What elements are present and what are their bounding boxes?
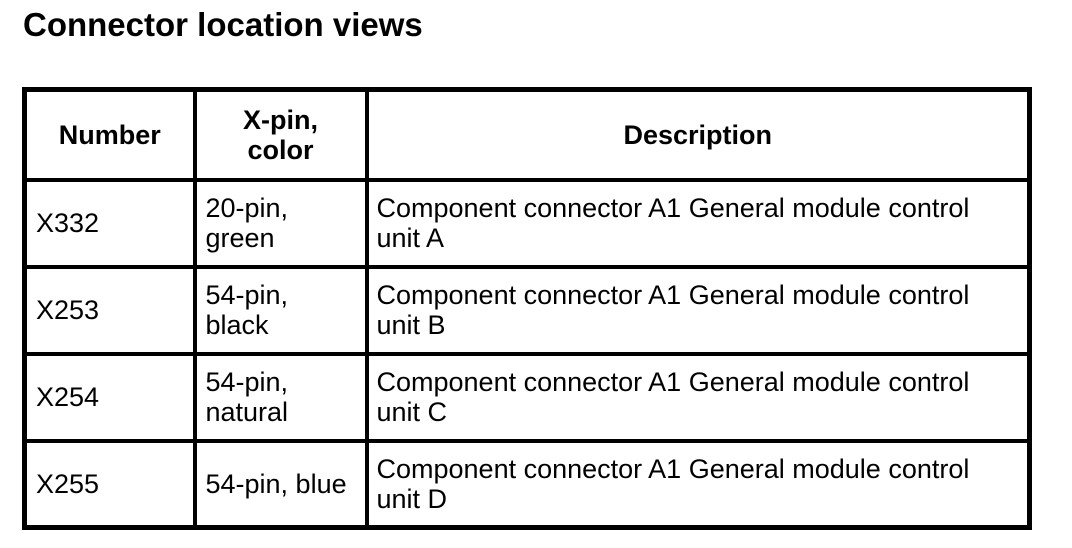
cell-pin-color: 54-pin, blue: [192, 438, 369, 530]
page-title: Connector location views: [23, 6, 423, 43]
table-row: X253 54-pin, black Component connector A…: [22, 264, 1032, 356]
table-row: X254 54-pin, natural Component connector…: [22, 351, 1032, 443]
connector-location-table: Number X-pin, color Description X332 20-…: [22, 87, 1032, 530]
cell-connector-number: X254: [22, 351, 197, 443]
cell-description: Component connector A1 General module co…: [364, 438, 1032, 530]
table-row: X255 54-pin, blue Component connector A1…: [22, 438, 1032, 530]
table-row: X332 20-pin, green Component connector A…: [22, 177, 1032, 269]
cell-description: Component connector A1 General module co…: [364, 177, 1032, 269]
cell-connector-number: X332: [22, 177, 197, 269]
cell-description: Component connector A1 General module co…: [364, 351, 1032, 443]
column-header-pin-color: X-pin, color: [192, 87, 369, 182]
cell-pin-color: 20-pin, green: [192, 177, 369, 269]
cell-pin-color: 54-pin, natural: [192, 351, 369, 443]
column-header-description: Description: [364, 87, 1032, 182]
cell-connector-number: X253: [22, 264, 197, 356]
table-header-row: Number X-pin, color Description: [22, 87, 1032, 182]
cell-pin-color: 54-pin, black: [192, 264, 369, 356]
column-header-number: Number: [22, 87, 197, 182]
cell-description: Component connector A1 General module co…: [364, 264, 1032, 356]
cell-connector-number: X255: [22, 438, 197, 530]
